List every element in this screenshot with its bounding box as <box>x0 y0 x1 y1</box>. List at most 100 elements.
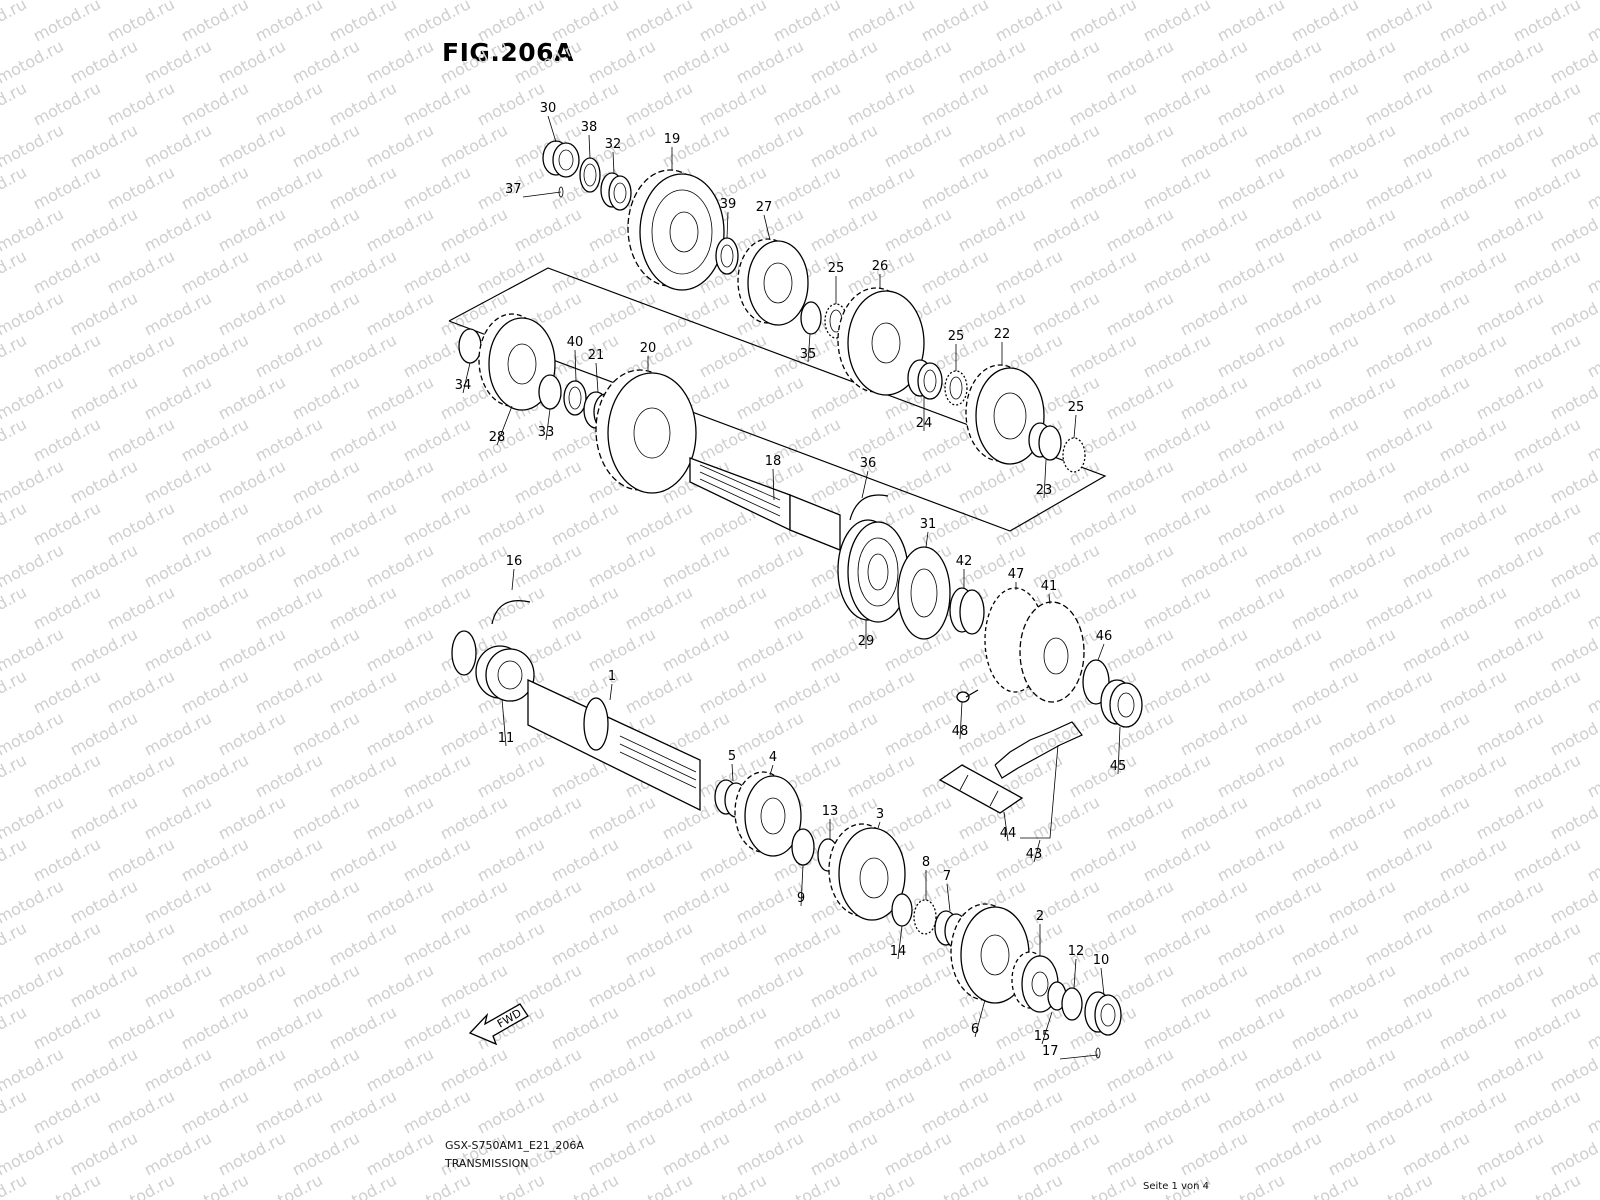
watermark-text: motod.ru <box>363 1128 437 1179</box>
watermark-text: motod.ru <box>918 162 992 213</box>
watermark-text: motod.ru <box>30 78 104 129</box>
watermark-text: motod.ru <box>1362 834 1436 885</box>
watermark-text: motod.ru <box>1177 120 1251 171</box>
watermark-text: motod.ru <box>326 162 400 213</box>
watermark-text: motod.ru <box>1325 708 1399 759</box>
watermark-text: motod.ru <box>30 330 104 381</box>
callout-18: 18 <box>765 454 782 469</box>
callout-leader-30 <box>547 115 557 143</box>
part-30-bearing <box>542 140 580 178</box>
watermark-text: motod.ru <box>1140 1002 1214 1053</box>
watermark-text: motod.ru <box>289 960 363 1011</box>
watermark-text: motod.ru <box>881 1128 955 1179</box>
watermark-text: motod.ru <box>0 876 67 927</box>
watermark-text: motod.ru <box>141 540 215 591</box>
watermark-text: motod.ru <box>585 792 659 843</box>
part-1-driveshaft <box>527 678 701 812</box>
watermark-text: motod.ru <box>844 918 918 969</box>
callout-leader-41 <box>1048 593 1051 605</box>
watermark-text: motod.ru <box>30 1170 104 1200</box>
callout-32: 32 <box>605 137 622 152</box>
watermark-text: motod.ru <box>437 960 511 1011</box>
watermark-text: motod.ru <box>141 36 215 87</box>
callout-leader-25 <box>1073 414 1077 439</box>
watermark-text: motod.ru <box>1029 708 1103 759</box>
watermark-text: motod.ru <box>289 792 363 843</box>
watermark-text: motod.ru <box>1473 792 1547 843</box>
callout-8: 8 <box>922 855 930 870</box>
watermark-text: motod.ru <box>548 1170 622 1200</box>
watermark-text: motod.ru <box>1362 246 1436 297</box>
watermark-text: motod.ru <box>1510 750 1584 801</box>
watermark-text: motod.ru <box>1362 0 1436 46</box>
watermark-text: motod.ru <box>1584 666 1600 717</box>
watermark-text: motod.ru <box>622 918 696 969</box>
watermark-text: motod.ru <box>1325 36 1399 87</box>
watermark-text: motod.ru <box>215 204 289 255</box>
callout-leader-43 <box>1033 839 1041 863</box>
watermark-text: motod.ru <box>0 1044 67 1095</box>
watermark-text: motod.ru <box>30 162 104 213</box>
watermark-text: motod.ru <box>252 1086 326 1137</box>
watermark-text: motod.ru <box>141 1128 215 1179</box>
watermark-text: motod.ru <box>141 1044 215 1095</box>
watermark-text: motod.ru <box>1214 834 1288 885</box>
watermark-text: motod.ru <box>918 1170 992 1200</box>
watermark-text: motod.ru <box>955 204 1029 255</box>
watermark-text: motod.ru <box>1066 330 1140 381</box>
watermark-text: motod.ru <box>1177 204 1251 255</box>
callout-39: 39 <box>720 197 737 212</box>
callout-leader-37 <box>522 191 562 198</box>
watermark-text: motod.ru <box>770 78 844 129</box>
watermark-text: motod.ru <box>1288 750 1362 801</box>
watermark-text: motod.ru <box>1214 330 1288 381</box>
callout-leader-48 <box>959 701 963 740</box>
watermark-text: motod.ru <box>289 36 363 87</box>
watermark-text: motod.ru <box>326 750 400 801</box>
watermark-text: motod.ru <box>104 498 178 549</box>
watermark-text: motod.ru <box>289 456 363 507</box>
watermark-text: motod.ru <box>881 204 955 255</box>
watermark-text: motod.ru <box>1473 1044 1547 1095</box>
watermark-text: motod.ru <box>770 666 844 717</box>
watermark-text: motod.ru <box>992 0 1066 46</box>
watermark-text: motod.ru <box>881 1044 955 1095</box>
watermark-text: motod.ru <box>474 0 548 46</box>
watermark-text: motod.ru <box>0 792 67 843</box>
callout-25: 25 <box>1068 400 1085 415</box>
watermark-text: motod.ru <box>1584 918 1600 969</box>
watermark-text: motod.ru <box>437 1128 511 1179</box>
callout-leader-40 <box>574 349 577 382</box>
watermark-text: motod.ru <box>178 1170 252 1200</box>
watermark-text: motod.ru <box>1029 120 1103 171</box>
watermark-text: motod.ru <box>1584 414 1600 465</box>
watermark-text: motod.ru <box>807 960 881 1011</box>
callout-leader-11 <box>501 698 507 747</box>
watermark-text: motod.ru <box>0 498 30 549</box>
watermark-text: motod.ru <box>67 456 141 507</box>
watermark-text: motod.ru <box>733 624 807 675</box>
watermark-text: motod.ru <box>1177 960 1251 1011</box>
watermark-text: motod.ru <box>215 36 289 87</box>
watermark-text: motod.ru <box>215 876 289 927</box>
watermark-text: motod.ru <box>770 162 844 213</box>
watermark-text: motod.ru <box>807 120 881 171</box>
watermark-text: motod.ru <box>1399 1128 1473 1179</box>
watermark-text: motod.ru <box>1436 750 1510 801</box>
callout-leader-23 <box>1043 459 1047 499</box>
watermark-text: motod.ru <box>844 0 918 46</box>
part-38-washer <box>579 157 601 193</box>
watermark-text: motod.ru <box>1066 498 1140 549</box>
watermark-text: motod.ru <box>1251 1044 1325 1095</box>
watermark-text: motod.ru <box>1288 1086 1362 1137</box>
watermark-text: motod.ru <box>1140 498 1214 549</box>
watermark-text: motod.ru <box>1251 204 1325 255</box>
watermark-text: motod.ru <box>178 918 252 969</box>
watermark-text: motod.ru <box>844 1170 918 1200</box>
watermark-text: motod.ru <box>1584 162 1600 213</box>
watermark-text: motod.ru <box>548 1086 622 1137</box>
watermark-text: motod.ru <box>696 1002 770 1053</box>
watermark-text: motod.ru <box>400 1170 474 1200</box>
watermark-text: motod.ru <box>104 246 178 297</box>
callout-36: 36 <box>860 456 877 471</box>
